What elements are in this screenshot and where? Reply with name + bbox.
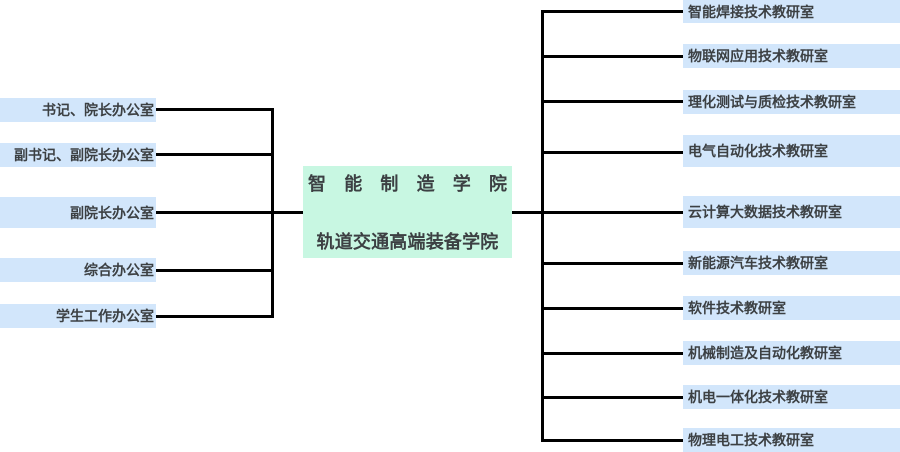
node-label: 新能源汽车技术教研室 [688,256,828,272]
right-connector-4 [541,151,683,154]
left-node-student-affairs-office[interactable]: 学生工作办公室 [0,304,156,328]
right-node-7[interactable]: 软件技术教研室 [683,296,900,320]
right-connector-6 [541,262,683,265]
node-label: 综合办公室 [84,263,154,279]
left-node-general-office[interactable]: 综合办公室 [0,258,156,282]
node-label: 物联网应用技术教研室 [688,49,828,65]
right-node-5[interactable]: 云计算大数据技术教研室 [683,196,900,228]
center-title-char: 智 [308,174,326,195]
left-node-party-secretary-dean-office[interactable]: 书记、院长办公室 [0,98,156,122]
left-node-vice-dean-office[interactable]: 副院长办公室 [0,197,156,228]
node-label: 书记、院长办公室 [42,103,154,119]
right-connector-10 [541,439,683,442]
right-node-6[interactable]: 新能源汽车技术教研室 [683,251,900,275]
right-connector-3 [541,100,683,103]
node-label: 副书记、副院长办公室 [14,148,154,164]
left-connector-4 [156,269,274,272]
right-center-connector [512,211,543,214]
node-label: 理化测试与质检技术教研室 [688,95,856,111]
right-connector-8 [541,352,683,355]
left-connector-1 [156,108,274,111]
left-connector-3 [156,211,303,214]
center-subtitle: 轨道交通高端装备学院 [316,232,499,253]
right-trunk-line [541,10,544,442]
right-node-8[interactable]: 机械制造及自动化教研室 [683,341,900,365]
center-title-char: 制 [380,174,399,195]
right-node-4[interactable]: 电气自动化技术教研室 [683,135,900,167]
right-node-2[interactable]: 物联网应用技术教研室 [683,44,900,68]
left-node-deputy-secretary-office[interactable]: 副书记、副院长办公室 [0,143,156,167]
right-node-3[interactable]: 理化测试与质检技术教研室 [683,90,900,114]
center-title-char: 能 [344,174,363,195]
node-label: 机电一体化技术教研室 [688,390,828,406]
right-node-10[interactable]: 物理电工技术教研室 [683,428,900,452]
center-node[interactable]: 智 能 制 造 学 院 轨道交通高端装备学院 [303,166,512,258]
right-node-1[interactable]: 智能焊接技术教研室 [683,0,900,23]
right-connector-9 [541,396,683,399]
node-label: 云计算大数据技术教研室 [688,205,842,221]
right-connector-2 [541,55,683,58]
node-label: 副院长办公室 [70,205,154,222]
node-label: 智能焊接技术教研室 [688,4,814,21]
right-node-9[interactable]: 机电一体化技术教研室 [683,385,900,409]
right-connector-7 [541,307,683,310]
left-connector-2 [156,153,274,156]
center-title-char: 造 [416,174,435,195]
center-title: 智 能 制 造 学 院 [306,170,509,196]
right-connector-5 [541,211,683,214]
right-connector-1 [541,10,683,13]
node-label: 物理电工技术教研室 [688,433,814,449]
node-label: 电气自动化技术教研室 [688,144,828,160]
left-connector-5 [156,315,274,318]
center-title-char: 院 [488,174,507,195]
node-label: 学生工作办公室 [56,309,154,325]
node-label: 机械制造及自动化教研室 [688,346,842,362]
node-label: 软件技术教研室 [688,301,786,317]
center-title-char: 学 [452,174,471,195]
